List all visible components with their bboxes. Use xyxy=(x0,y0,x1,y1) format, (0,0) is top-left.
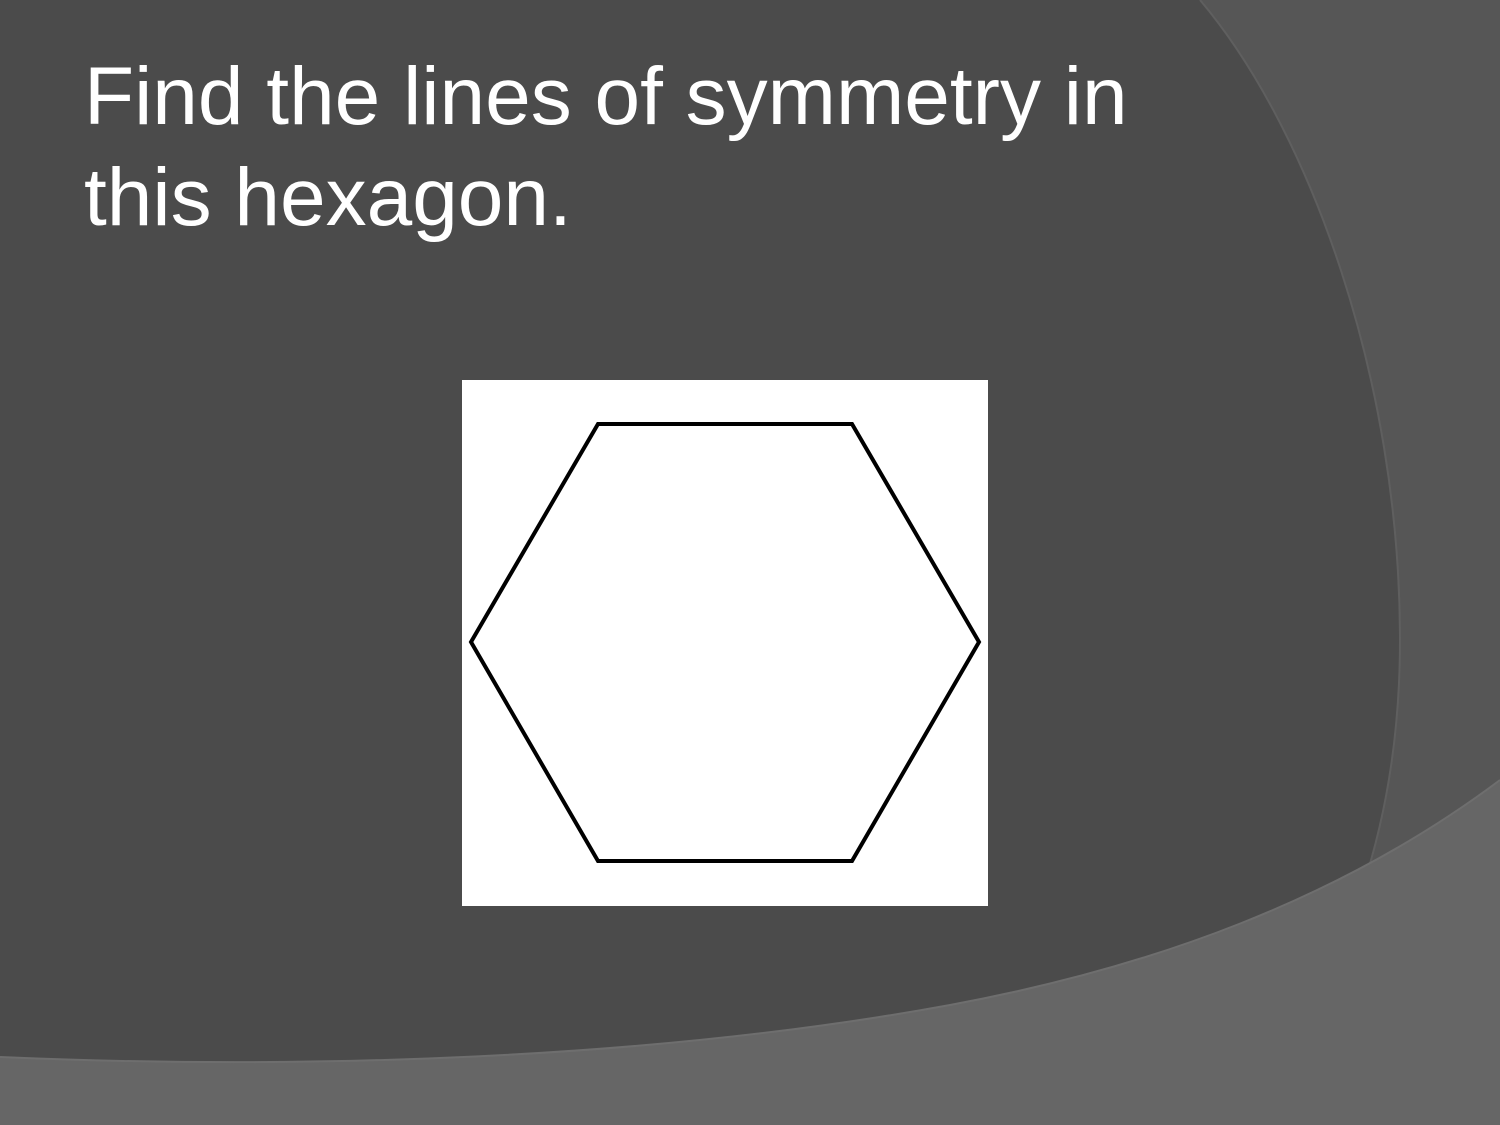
hexagon-shape xyxy=(468,422,982,863)
bottom-light-band xyxy=(0,780,1500,1125)
slide-title: Find the lines of symmetry in this hexag… xyxy=(84,51,1128,243)
hexagon-figure xyxy=(462,380,988,906)
bottom-band-edge xyxy=(0,779,1500,1064)
hexagon-outline-icon xyxy=(468,422,982,863)
